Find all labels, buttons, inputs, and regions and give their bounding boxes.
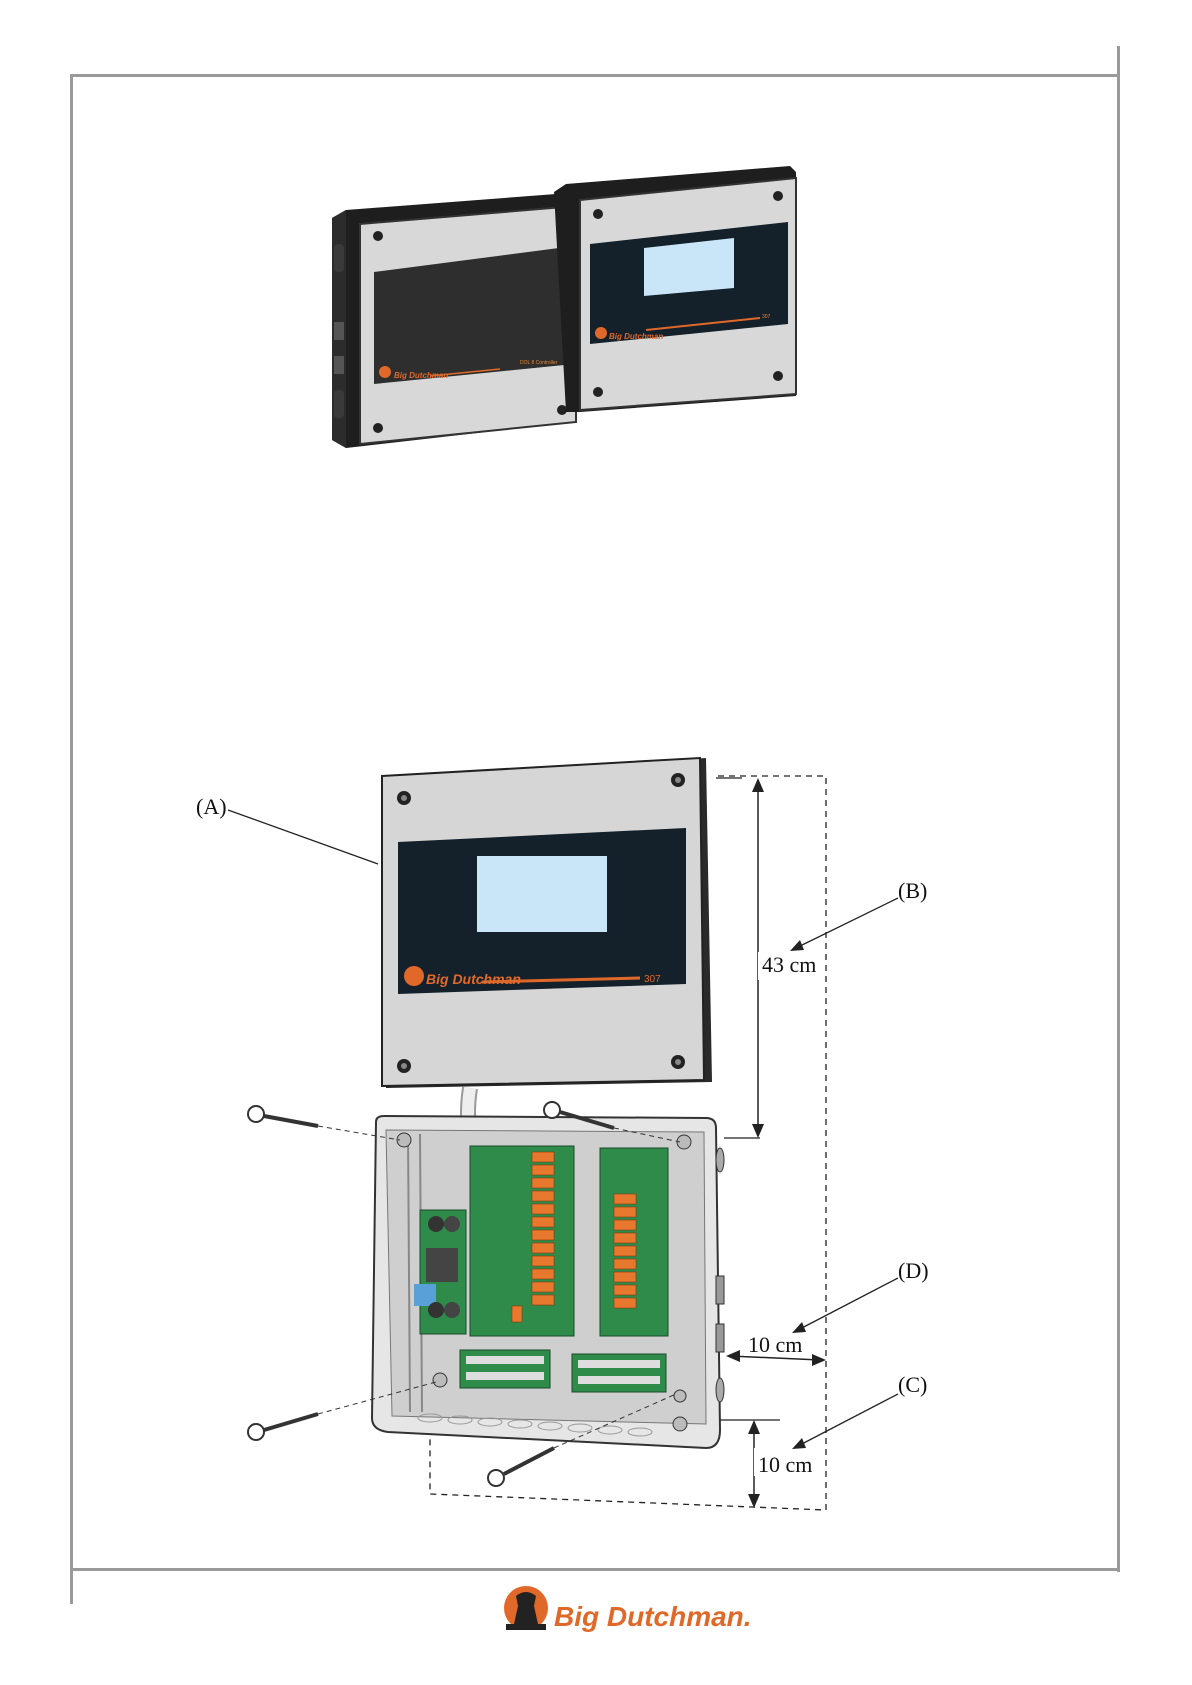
right-unit-model: 307 [762, 314, 771, 320]
brand-logo-icon [595, 327, 607, 339]
power-board [414, 1210, 466, 1334]
side-clearance-label: 10 cm [748, 1332, 802, 1357]
callout-c: (C) [898, 1372, 927, 1397]
leader-line-a [228, 810, 378, 864]
front-cover: Big Dutchman 307 [382, 758, 712, 1088]
brand-logo-icon [404, 966, 424, 986]
left-unit-brand: Big Dutchman [394, 371, 448, 380]
display-screen [477, 856, 607, 932]
footer-brand-text: Big Dutchman. [554, 1601, 752, 1632]
brand-logo-icon [379, 366, 391, 378]
cover-model: 307 [644, 974, 661, 985]
right-unit-brand: Big Dutchman [609, 332, 663, 341]
cover-brand: Big Dutchman [426, 971, 521, 987]
main-board [470, 1146, 574, 1336]
installation-diagram: Big Dutchman 307 [196, 758, 929, 1510]
dual-controller-illustration: Big Dutchman DOL 8 Controller Big Dutchm… [332, 166, 796, 448]
expansion-board [600, 1148, 668, 1336]
height-dimension-label: 43 cm [762, 952, 816, 977]
dimension-height [716, 778, 764, 1138]
callout-a: (A) [196, 794, 227, 819]
callout-b: (B) [898, 878, 927, 903]
bottom-clearance-label: 10 cm [758, 1452, 812, 1477]
footer-logo: Big Dutchman. [504, 1586, 752, 1632]
left-unit-caption: DOL 8 Controller [520, 360, 558, 366]
callout-d: (D) [898, 1258, 929, 1283]
